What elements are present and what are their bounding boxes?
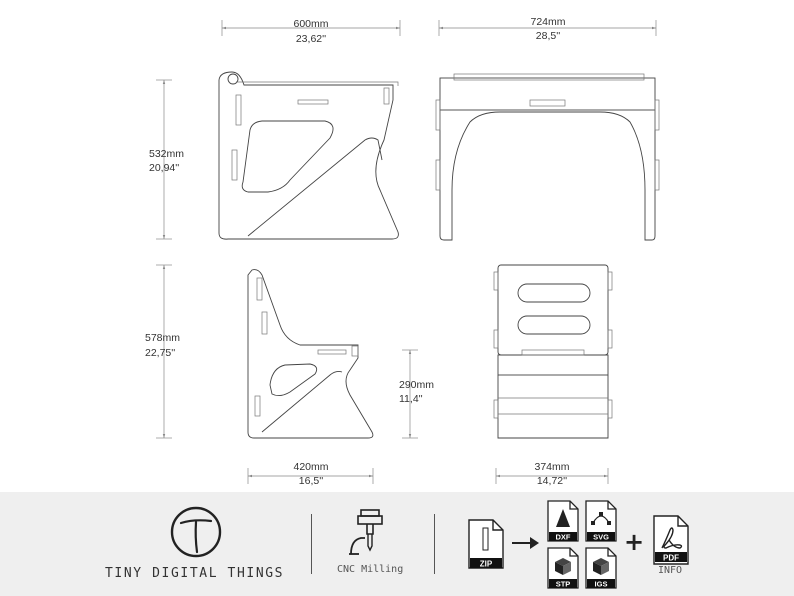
seat-height-mm: 290mm [399, 379, 434, 391]
desk-height-mm: 532mm [149, 148, 184, 160]
dimension-lines [156, 20, 657, 484]
brand-name: TINY DIGITAL THINGS [105, 566, 285, 581]
desk-depth-mm: 724mm [530, 16, 565, 28]
pdf-file-icon: PDF [653, 515, 689, 565]
cnc-mill-icon [349, 509, 383, 555]
desk-height-in: 20,94'' [149, 162, 179, 174]
stp-file-icon: STP [547, 547, 579, 589]
chair-depth-in: 14,72'' [537, 475, 567, 487]
pdf-label: PDF [663, 554, 679, 563]
format-label: STP [556, 580, 571, 589]
divider [311, 514, 312, 574]
desk-width-mm: 600mm [293, 18, 328, 30]
plus-sign: + [624, 528, 645, 556]
info-label: INFO [658, 565, 683, 576]
chair-front-view [493, 264, 613, 439]
format-label: DXF [556, 533, 571, 542]
chair-height-in: 22,75'' [145, 347, 175, 359]
brand-logo: T [170, 506, 222, 558]
chair-height-mm: 578mm [145, 332, 180, 344]
chair-width-mm: 420mm [293, 461, 328, 473]
svg-file-icon: SVG [585, 500, 617, 542]
format-label: IGS [595, 580, 608, 589]
chair-side-view [247, 269, 374, 439]
desk-front-view [435, 73, 660, 241]
igs-file-icon: IGS [585, 547, 617, 589]
arrow-right-icon [512, 537, 539, 549]
process-label: CNC Milling [337, 564, 404, 575]
desk-depth-in: 28,5'' [536, 30, 560, 42]
format-label: SVG [593, 533, 609, 542]
chair-width-in: 16,5'' [299, 475, 323, 487]
desk-width-in: 23,62'' [296, 33, 326, 45]
divider [434, 514, 435, 574]
desk-side-view [218, 71, 399, 240]
dxf-file-icon: DXF [547, 500, 579, 542]
seat-height-in: 11,4'' [399, 393, 423, 405]
technical-drawing: 600mm 23,62'' 724mm 28,5'' 532mm 20,94''… [145, 16, 660, 487]
zip-file-icon: ZIP [468, 519, 504, 569]
chair-depth-mm: 374mm [534, 461, 569, 473]
zip-label: ZIP [480, 560, 493, 569]
